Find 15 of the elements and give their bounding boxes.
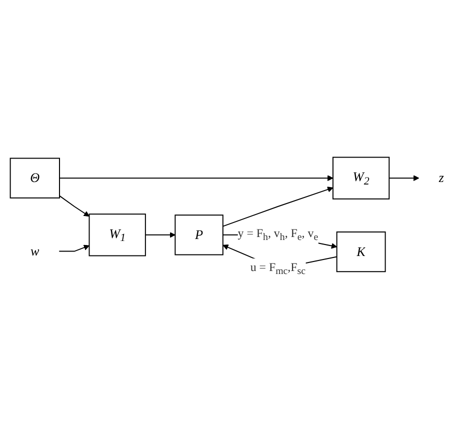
node-text: w bbox=[30, 244, 40, 259]
edge-label: u = F$_{mc}$,F$_{sc}$ bbox=[250, 260, 306, 278]
arrow bbox=[144, 232, 176, 238]
node-text: z bbox=[438, 171, 444, 186]
arrow bbox=[388, 176, 420, 182]
node-box bbox=[332, 157, 390, 200]
arrow bbox=[58, 245, 90, 252]
node-box bbox=[88, 214, 146, 257]
node-box bbox=[10, 158, 60, 199]
arrow bbox=[222, 187, 334, 228]
node-box bbox=[174, 214, 224, 256]
edge-label: y = F$_{h}$, v$_{h}$, F$_{e}$, v$_{e}$ bbox=[238, 227, 318, 244]
arrow bbox=[59, 196, 90, 217]
node-box bbox=[336, 232, 386, 272]
arrow bbox=[59, 176, 334, 182]
